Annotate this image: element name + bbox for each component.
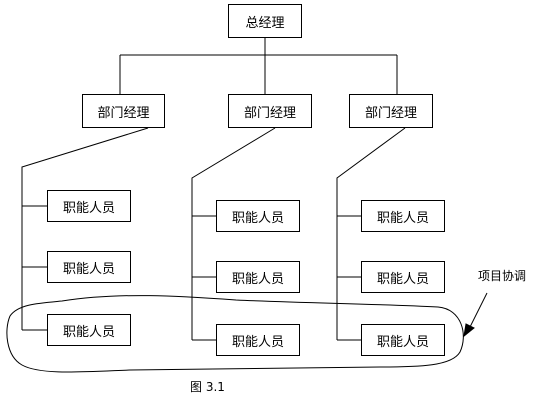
- staff-label: 职能人员: [376, 334, 429, 350]
- staff-box: 职能人员: [47, 190, 131, 222]
- staff-label: 职能人员: [231, 210, 284, 226]
- coordination-loop: [6, 295, 464, 373]
- manager-label: 部门经理: [243, 105, 296, 121]
- manager-label: 部门经理: [97, 105, 150, 121]
- ceo-label: 总经理: [245, 15, 285, 31]
- staff-box: 职能人员: [361, 261, 445, 293]
- manager-box-3: 部门经理: [349, 94, 433, 128]
- branch-2-line: [191, 127, 276, 340]
- branch-3-line: [336, 127, 406, 340]
- staff-box: 职能人员: [361, 200, 445, 232]
- staff-label: 职能人员: [62, 200, 115, 216]
- staff-label: 职能人员: [62, 324, 115, 340]
- coordination-annotation: 项目协调: [478, 269, 527, 283]
- manager-box-1: 部门经理: [82, 94, 165, 128]
- staff-label: 职能人员: [62, 261, 115, 277]
- annotation-arrow-head: [463, 323, 475, 338]
- staff-box: 职能人员: [216, 200, 300, 232]
- annotation-arrow-line: [468, 292, 488, 330]
- staff-label: 职能人员: [231, 334, 284, 350]
- staff-label: 职能人员: [376, 210, 429, 226]
- staff-box: 职能人员: [361, 324, 445, 356]
- staff-box: 职能人员: [216, 324, 300, 356]
- staff-box: 职能人员: [47, 314, 131, 346]
- ceo-box: 总经理: [228, 4, 302, 38]
- staff-box: 职能人员: [216, 261, 300, 293]
- branch-1-line: [21, 127, 149, 330]
- manager-box-2: 部门经理: [228, 94, 312, 128]
- staff-label: 职能人员: [231, 271, 284, 287]
- staff-label: 职能人员: [376, 271, 429, 287]
- manager-label: 部门经理: [364, 105, 417, 121]
- staff-box: 职能人员: [47, 251, 131, 283]
- figure-caption: 图 3.1: [190, 380, 225, 394]
